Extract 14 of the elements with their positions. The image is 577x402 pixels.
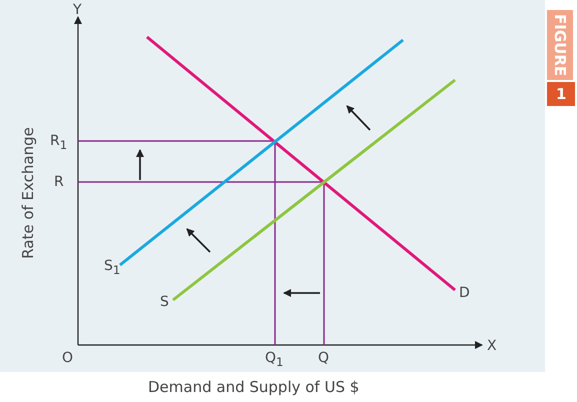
axis-title: Rate of Exchange (20, 127, 36, 259)
axis-label: Y (73, 2, 82, 18)
axis-title: Demand and Supply of US $ (148, 379, 360, 395)
point-label: Q$_{1}$ (265, 350, 284, 370)
curve-label: D (459, 285, 470, 301)
axis-label: X (487, 338, 497, 354)
point-label: Q (318, 350, 330, 366)
curve-label: S$_{1}$ (104, 258, 120, 278)
curve-label: S (160, 294, 169, 310)
figure-tab: FIGURE (547, 10, 573, 80)
figure-tab: 1 (547, 82, 576, 106)
point-label: R$_{1}$ (50, 133, 68, 153)
axis-label: O (62, 350, 74, 366)
point-label: R (54, 174, 64, 190)
